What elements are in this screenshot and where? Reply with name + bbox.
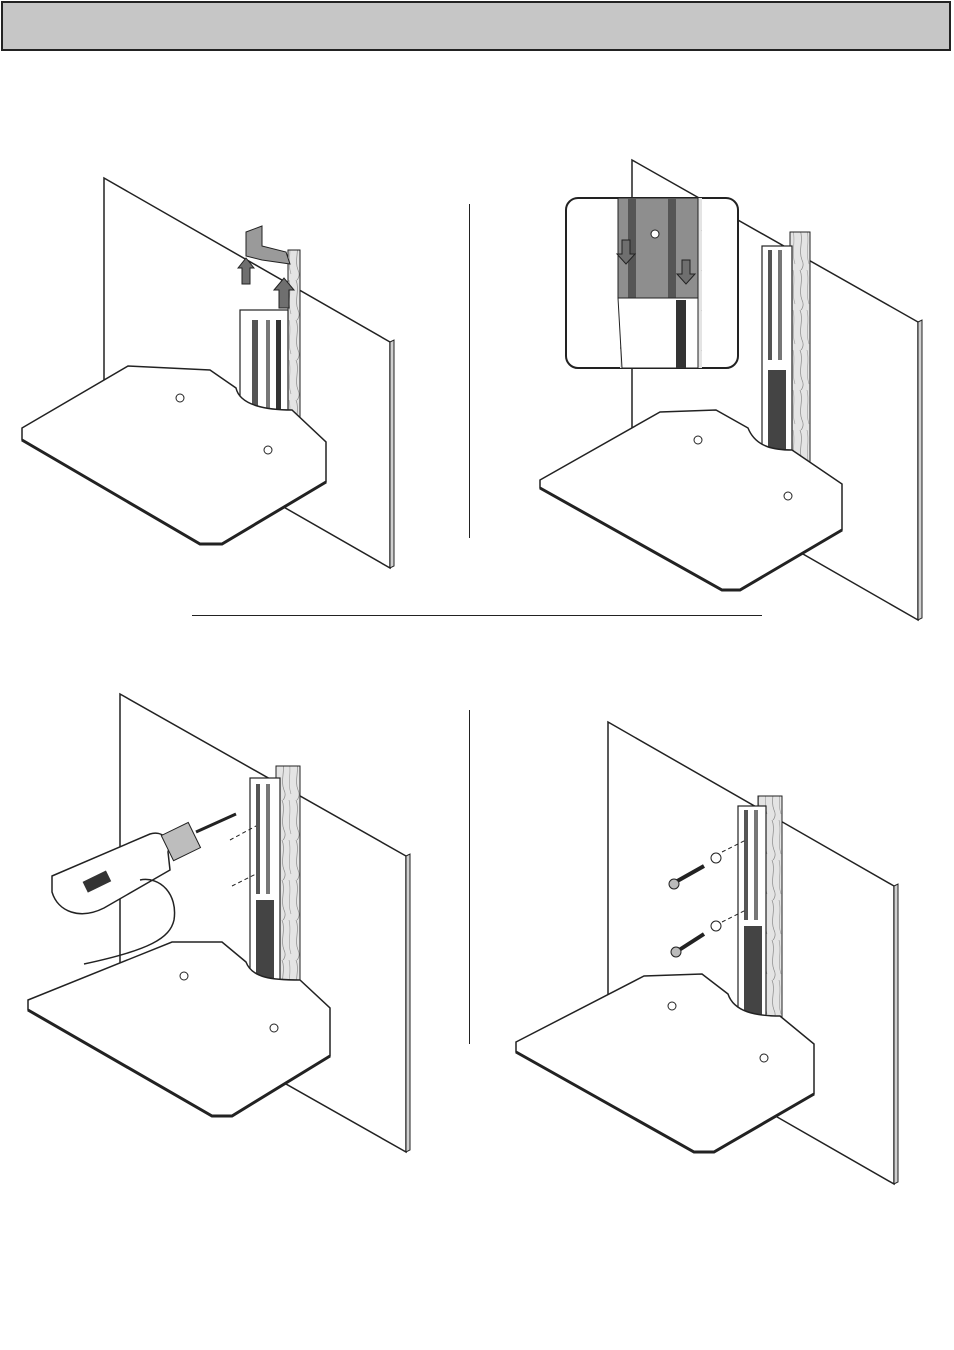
header-bar [1, 1, 951, 51]
row-divider [192, 615, 762, 616]
wood-stud [790, 232, 810, 472]
washer-icon [711, 921, 721, 931]
wood-stud [288, 250, 300, 420]
step-fix-screws [490, 700, 930, 1190]
step-drill-holes [0, 680, 470, 1160]
step-attach-cover [0, 160, 470, 580]
panel-divider-bottom [469, 710, 470, 1044]
panel-divider-top [469, 204, 470, 538]
step-slide-cover-detail [490, 150, 930, 630]
zoom-callout [566, 198, 738, 368]
cover-cap [246, 226, 290, 264]
washer-icon [711, 853, 721, 863]
